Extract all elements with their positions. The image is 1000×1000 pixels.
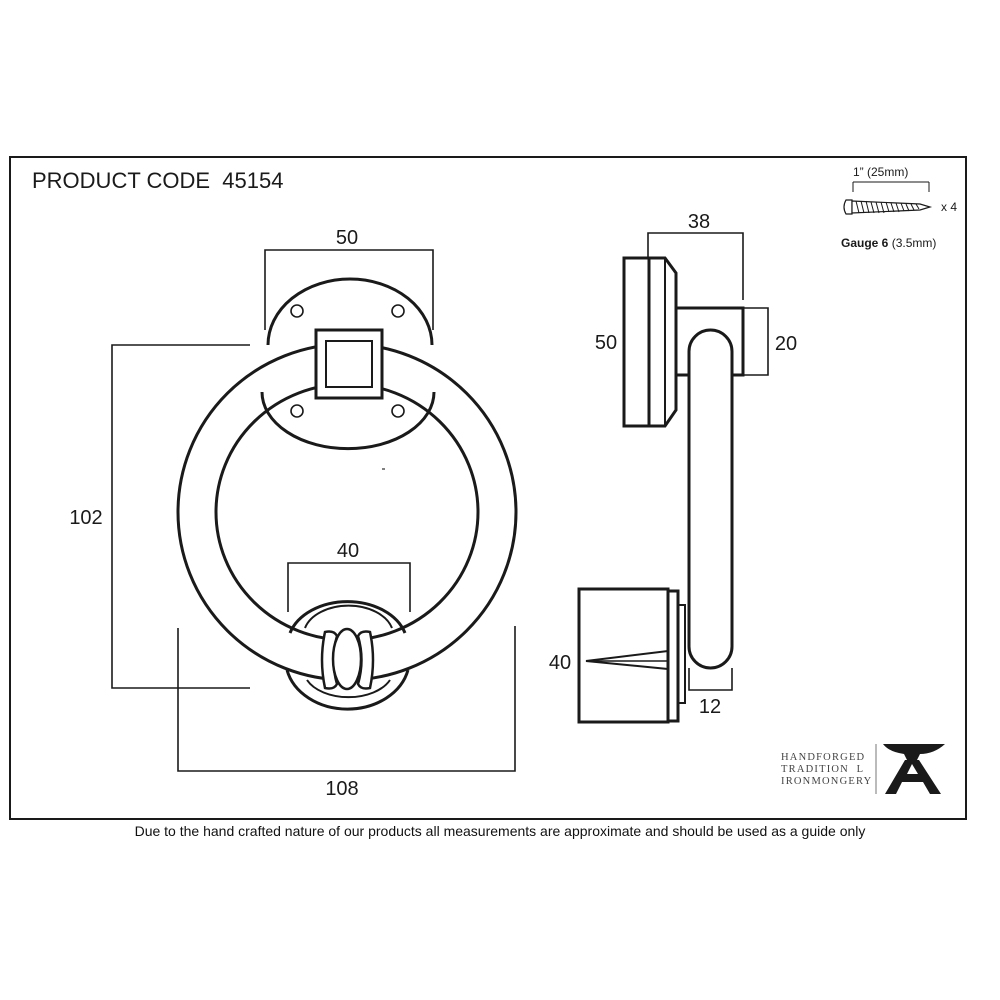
pivot-block-label: 20 [775,333,797,355]
width-dimension-line [177,626,516,772]
top-backplate-lower [260,391,436,451]
strike-width-dimension-line [287,562,411,612]
side-ring-profile [687,328,734,670]
brand-line-3: IRONMONGERY [781,776,872,787]
brand-line-1: HANDFORGED [781,752,865,763]
height-dimension-line [111,344,250,689]
backplate-width-dimension-line [264,249,434,330]
strike-plate-outer [288,600,407,634]
strike-width-label: 40 [337,540,359,562]
side-strike-washer [677,604,686,704]
screw-quantity-label: x 4 [941,200,957,214]
screw-spec: 1” (25mm) x 4 Gauge 6 (3.5mm) [841,165,957,250]
side-strike-label: 40 [549,652,571,674]
strike-plate-inner [304,604,393,629]
brand-block: HANDFORGED TRADITION L IRONMONGERY [781,744,945,794]
drawing-frame [9,156,967,820]
ring-thickness-dimension-line [688,668,733,691]
width-label: 108 [325,778,358,800]
side-backplate-label: 50 [595,332,617,354]
product-code-title: PRODUCT CODE 45154 [32,168,283,193]
screw-gauge-label: Gauge 6 (3.5mm) [841,236,936,250]
ring-knuckle-center [331,627,363,691]
screw-icon [843,199,933,215]
screw-gauge-bold: Gauge 6 [841,236,889,250]
disclaimer-text: Due to the hand crafted nature of our pr… [134,823,866,839]
strike-spike [585,649,669,671]
brand-line-2: TRADITION L [781,764,864,775]
backplate-width-label: 50 [336,227,358,249]
projection-label: 38 [688,211,710,233]
side-backplate-bevel [649,256,678,428]
side-view: 38 50 20 40 12 [549,211,797,724]
pivot-block-dimension-line [743,307,769,376]
front-view: 50 102 40 108 [69,227,518,800]
side-strike-plate [666,589,680,723]
screw-hole-bottom-left [290,404,304,418]
pivot-block-inner [325,340,373,388]
projection-dimension-line [647,232,744,300]
screw-hole-bottom-right [391,404,405,418]
height-label: 102 [69,507,102,529]
strike-plate-inner-lower [306,679,391,699]
screw-length-label: 1” (25mm) [853,165,908,179]
screw-hole-top-right [391,304,405,318]
strike-plate-outer-lower [285,669,410,711]
screw-hole-top-left [290,304,304,318]
ring-knuckle-right-collar [356,630,375,690]
screw-gauge-size: (3.5mm) [888,236,936,250]
ring-thickness-label: 12 [699,696,721,718]
anvil-logo-icon [883,744,945,794]
side-backplate [622,256,651,428]
top-backplate [266,277,434,346]
